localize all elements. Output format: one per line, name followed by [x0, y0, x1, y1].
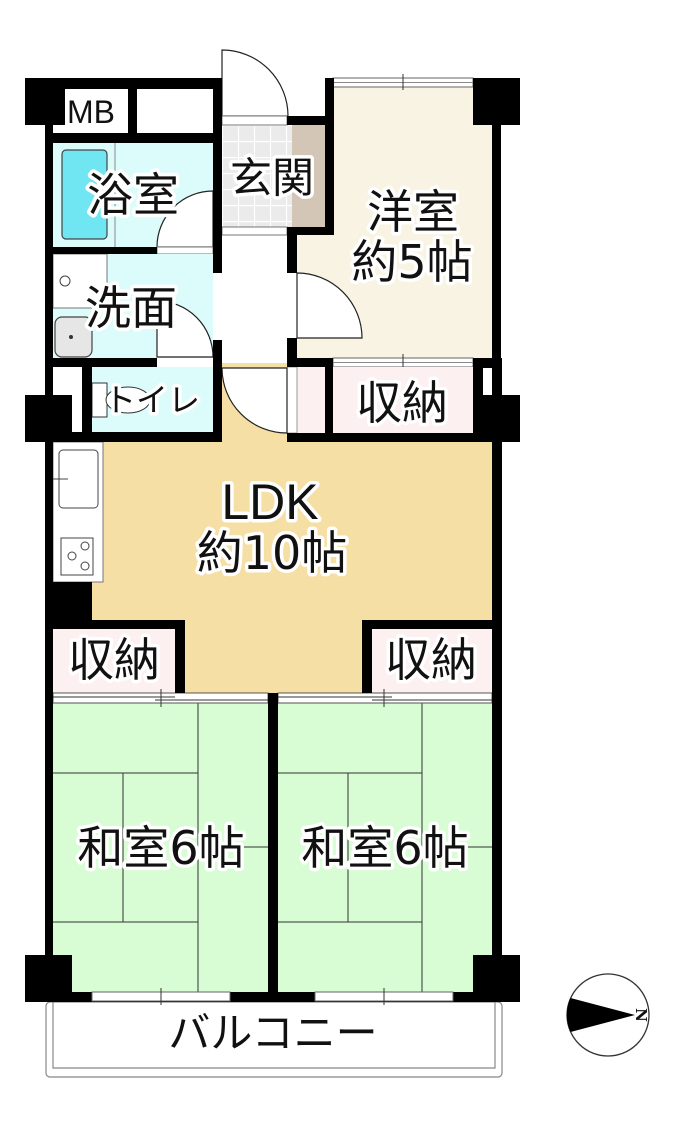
ldk-door-icon[interactable]	[221, 367, 288, 434]
washbasin-icon	[54, 316, 93, 358]
north-arrow-icon	[566, 998, 635, 1032]
compass-north-label: N	[632, 1008, 650, 1022]
walls	[25, 78, 520, 1002]
bathtub-icon	[61, 149, 108, 240]
drain-icon	[59, 275, 71, 287]
meter-box-area-2	[137, 89, 213, 133]
balcony-windows[interactable]	[91, 988, 454, 1005]
bathroom-label: 浴室	[87, 168, 179, 222]
storage-lower-right-label: 収納	[385, 633, 477, 687]
storage-lower-left-label: 収納	[68, 633, 160, 687]
meter-box-label: MB	[67, 94, 115, 130]
western-room-label: 洋室	[367, 185, 459, 239]
western-room-size: 約5帖	[351, 235, 472, 289]
bathroom-door-icon	[156, 190, 214, 248]
storage-upper-floor	[333, 367, 473, 433]
washroom-door-icon[interactable]	[156, 300, 214, 358]
tatami-lines	[53, 703, 492, 992]
ldk-label: LDK	[221, 474, 318, 530]
storage-upper-label: 収納	[356, 376, 448, 430]
balcony-label: バルコニー	[168, 1009, 377, 1058]
meter-box-area	[53, 89, 128, 133]
japanese-room-right-label: 和室6帖	[301, 821, 468, 875]
storage-lower-left-floor	[53, 629, 175, 693]
ldk-floor	[53, 363, 492, 693]
entrance-label: 玄関	[230, 154, 314, 203]
front-door-icon[interactable]	[221, 49, 289, 117]
washroom-label: 洗面	[85, 281, 177, 335]
entrance-step	[292, 125, 325, 227]
storage-lower-right-floor	[372, 629, 492, 693]
japanese-room-left-label: 和室6帖	[77, 821, 244, 875]
compass-icon: N	[566, 973, 650, 1057]
western-room-door-icon[interactable]	[296, 272, 363, 339]
ldk-size: 約10帖	[197, 526, 348, 580]
entrance-tile-floor	[222, 125, 292, 227]
toilet-bowl-icon	[105, 386, 151, 414]
toilet-label: トイレ	[104, 381, 200, 419]
western-room-floor	[334, 87, 492, 358]
